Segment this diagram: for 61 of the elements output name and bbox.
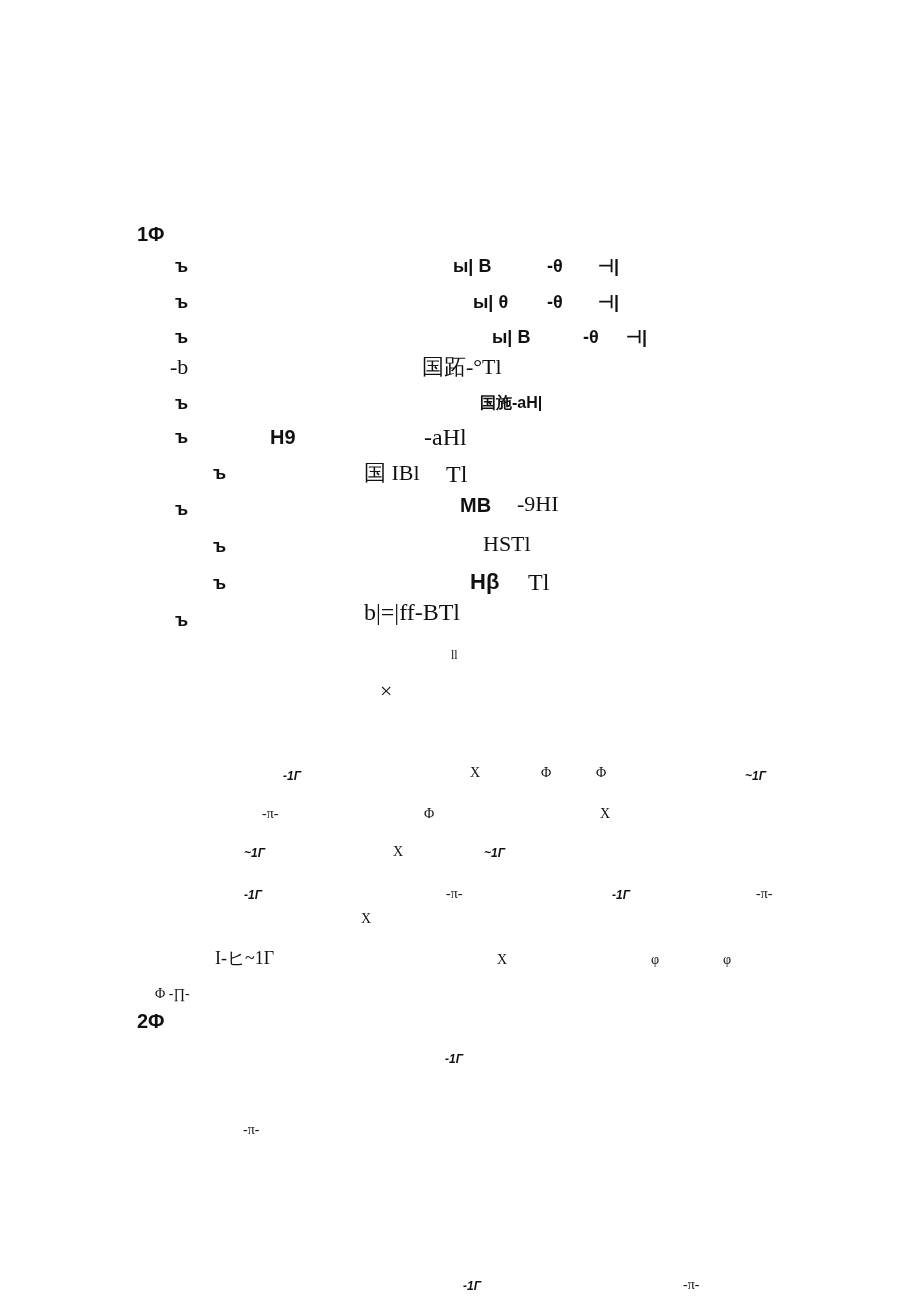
glyph-text: -π-: [446, 887, 463, 901]
glyph-text: X: [497, 953, 508, 967]
glyph-text: ⊣|: [598, 257, 620, 275]
glyph-text: ъ: [175, 328, 189, 346]
glyph-text: -1Γ: [612, 889, 630, 901]
glyph-text: H9: [270, 427, 296, 447]
glyph-text: ⊣|: [598, 293, 620, 311]
glyph-text: Φ -∏-: [155, 987, 190, 1001]
glyph-text: -b: [170, 356, 189, 378]
glyph-text: Φ: [596, 766, 607, 780]
glyph-text: ъ: [175, 611, 189, 629]
glyph-text: -1Γ: [283, 770, 301, 782]
glyph-text: X: [470, 766, 481, 780]
glyph-text: ъ: [175, 428, 189, 446]
glyph-text: ы| B: [492, 328, 531, 346]
glyph-text: -1Γ: [445, 1053, 463, 1065]
glyph-text: ъ: [213, 574, 227, 592]
glyph-text: -π-: [243, 1123, 260, 1137]
glyph-text: -1Γ: [244, 889, 262, 901]
glyph-text: 国施-aH|: [480, 395, 543, 411]
glyph-text: X: [393, 845, 404, 859]
glyph-text: 国跖-°Tl: [422, 356, 502, 378]
glyph-text: ы| θ: [473, 293, 509, 311]
glyph-text: ~1Γ: [484, 847, 505, 859]
glyph-text: ⊣|: [626, 328, 648, 346]
glyph-text: ы| B: [453, 257, 492, 275]
glyph-text: ×: [380, 680, 393, 702]
glyph-text: φ: [723, 953, 732, 967]
glyph-text: Φ: [541, 766, 552, 780]
glyph-text: X: [600, 807, 611, 821]
glyph-text: ~1Γ: [244, 847, 265, 859]
glyph-text: -π-: [262, 807, 279, 821]
glyph-text: I-ヒ~1Γ: [215, 949, 275, 967]
glyph-text: -9HI: [517, 493, 559, 515]
glyph-text: ъ: [175, 500, 189, 518]
glyph-text: ъ: [213, 464, 227, 482]
glyph-text: Hβ: [470, 571, 500, 593]
glyph-text: -π-: [756, 887, 773, 901]
section-heading: 1Φ: [137, 224, 165, 244]
glyph-text: X: [361, 912, 372, 926]
glyph-text: φ: [651, 953, 660, 967]
glyph-text: -π-: [683, 1278, 700, 1292]
glyph-text: ъ: [213, 537, 227, 555]
glyph-text: ъ: [175, 394, 189, 412]
glyph-text: ~1Γ: [745, 770, 766, 782]
glyph-text: 国 IBl: [364, 462, 420, 484]
glyph-text: HSTl: [483, 533, 531, 555]
glyph-text: -1Γ: [463, 1280, 481, 1292]
glyph-text: -θ: [583, 328, 599, 346]
glyph-text: Φ: [424, 807, 435, 821]
glyph-text: MB: [460, 495, 492, 515]
glyph-text: -θ: [547, 257, 563, 275]
glyph-text: ll: [451, 649, 458, 661]
glyph-text: Tl: [528, 570, 550, 594]
glyph-text: b|=|ff-BTl: [364, 600, 461, 624]
section-heading: 2Φ: [137, 1011, 165, 1031]
glyph-text: -aHl: [424, 425, 467, 449]
glyph-text: Tl: [446, 462, 468, 486]
glyph-text: ъ: [175, 293, 189, 311]
glyph-text: ъ: [175, 257, 189, 275]
glyph-text: -θ: [547, 293, 563, 311]
